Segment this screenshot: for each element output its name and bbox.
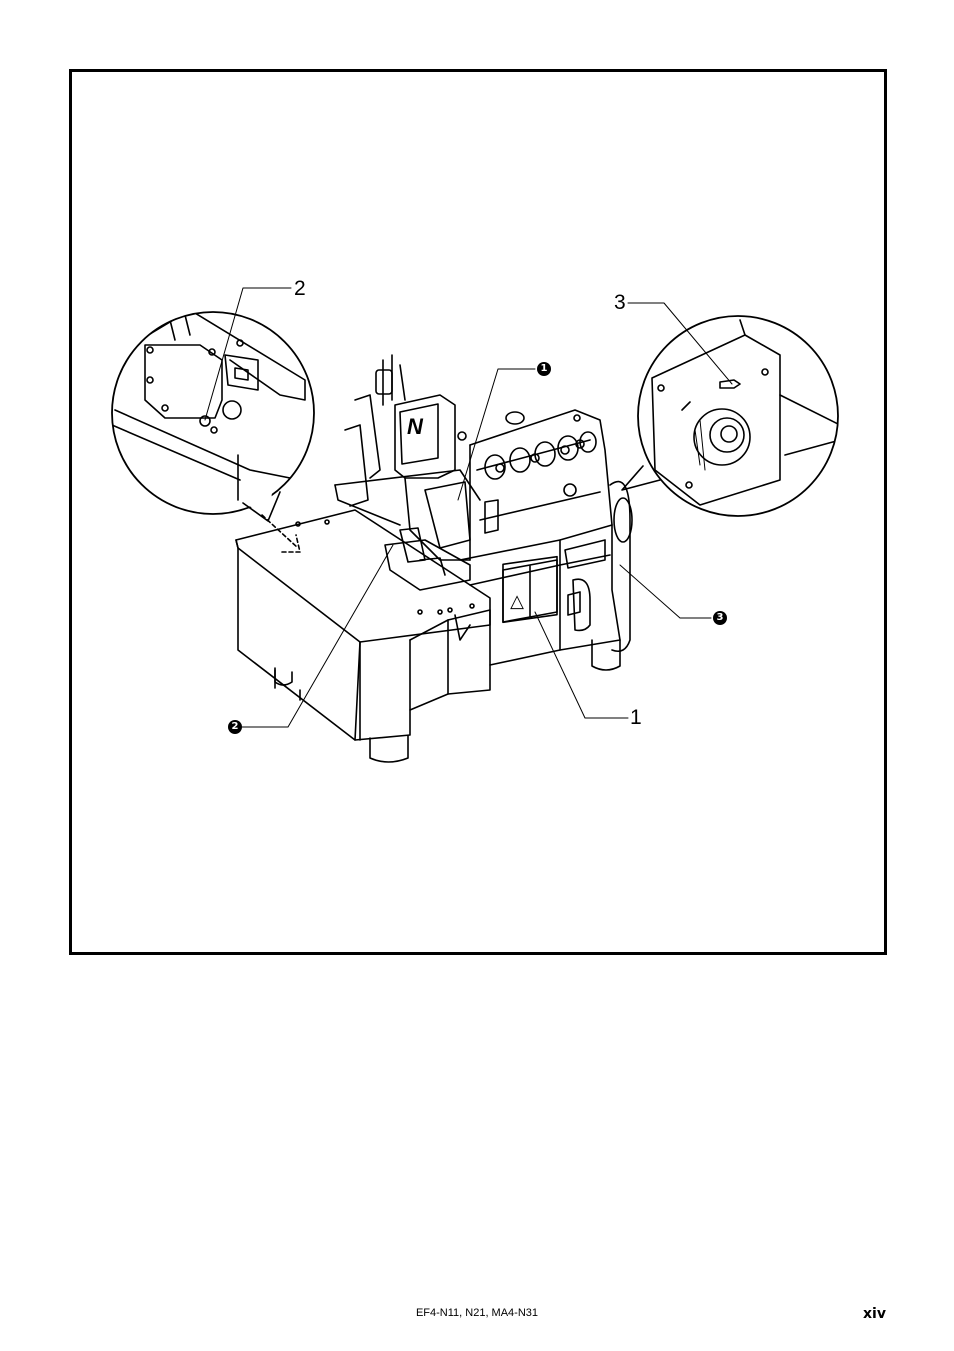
detail-circle-left (112, 310, 314, 521)
badge-2: 2 (228, 720, 242, 734)
warning-triangle-icon: △ (510, 591, 524, 612)
svg-text:N: N (407, 414, 424, 439)
footer-model-text: EF4-N11, N21, MA4-N31 (0, 1307, 954, 1319)
badge-3: 3 (713, 611, 727, 625)
callout-1: 1 (630, 707, 642, 728)
callout-3: 3 (614, 292, 626, 313)
detail-circle-right (622, 316, 840, 516)
machine-body: N (236, 355, 632, 762)
badge-1: 1 (537, 362, 551, 376)
callout-2: 2 (294, 278, 306, 299)
callout-leaders (205, 288, 732, 727)
page-number: xiv (863, 1306, 886, 1322)
